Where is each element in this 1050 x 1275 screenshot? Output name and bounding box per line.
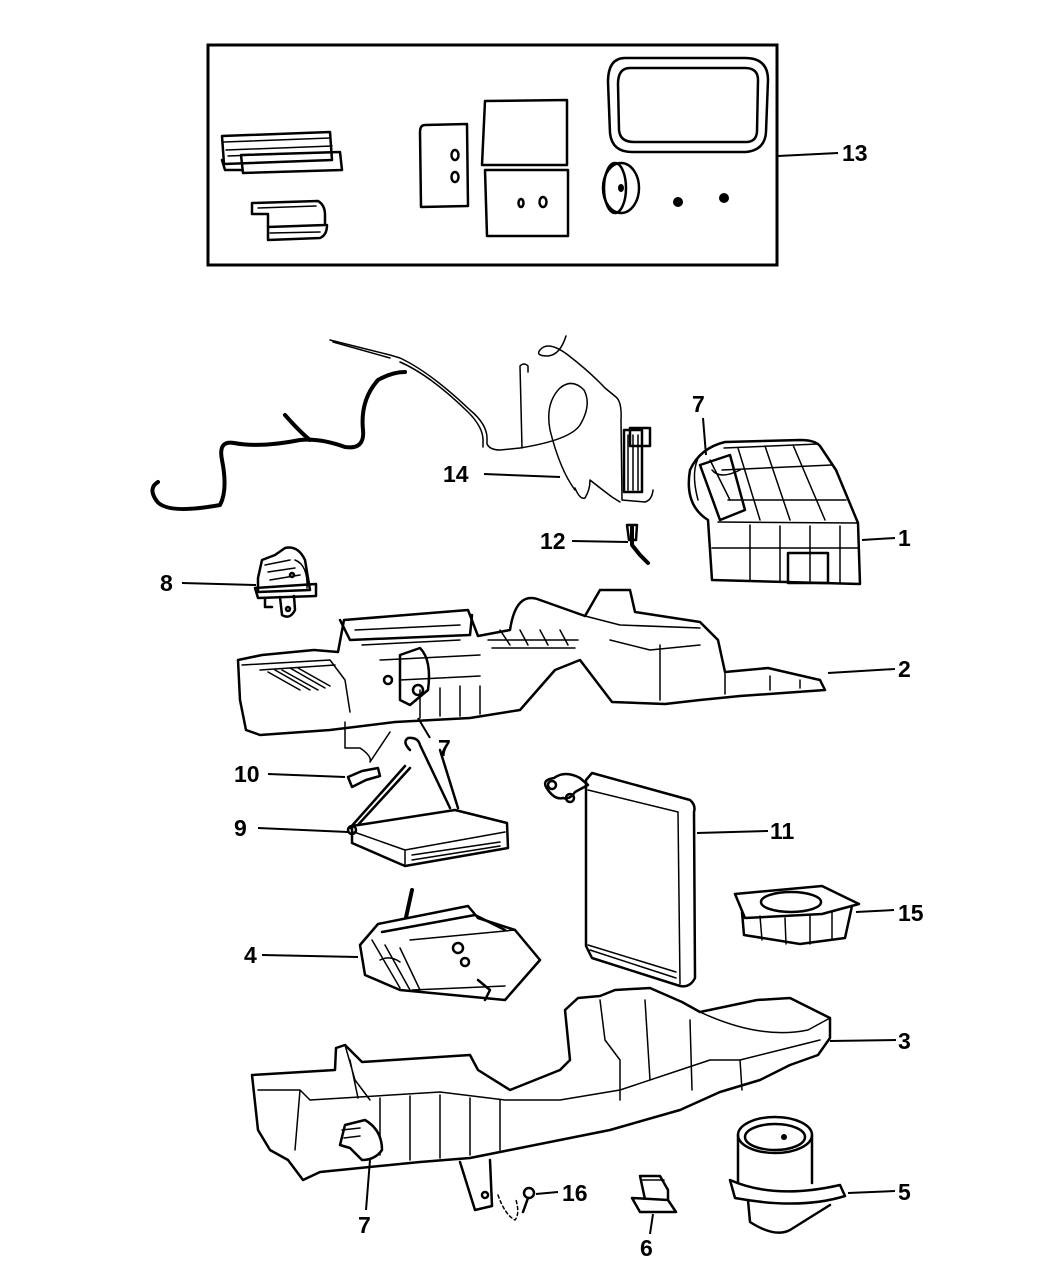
callout-label-8: 8 <box>160 570 173 596</box>
screw <box>521 1186 536 1214</box>
callout-4: 4 <box>244 942 359 968</box>
callout-7-middle: 7 <box>417 717 451 761</box>
seal-strip-long <box>220 130 344 175</box>
actuator-bracket <box>253 546 318 618</box>
sensor <box>625 523 650 565</box>
callout-label-3: 3 <box>898 1028 911 1054</box>
callout-label-7-lower: 7 <box>358 1212 371 1238</box>
clip <box>346 766 382 789</box>
callout-11: 11 <box>696 818 795 844</box>
foam-pad-squares <box>480 98 570 238</box>
blower-seal <box>733 884 861 946</box>
callout-label-14: 14 <box>443 461 469 487</box>
callout-7-upper: 7 <box>692 391 707 456</box>
callout-6: 6 <box>640 1213 654 1261</box>
callout-label-11: 11 <box>770 818 795 844</box>
callout-label-16: 16 <box>562 1180 588 1206</box>
plug-2 <box>719 193 729 203</box>
callout-label-9: 9 <box>234 815 247 841</box>
callout-label-4: 4 <box>244 942 257 968</box>
callout-13: 13 <box>777 140 868 166</box>
callout-10: 10 <box>234 761 346 787</box>
plug-1 <box>673 197 683 207</box>
callout-label-15: 15 <box>898 900 924 926</box>
callout-5: 5 <box>847 1179 911 1205</box>
callout-7-lower: 7 <box>358 1159 371 1238</box>
evaporator-core <box>543 771 697 988</box>
lower-hvac-housing <box>250 986 832 1221</box>
callout-label-12: 12 <box>540 528 566 554</box>
callout-label-13: 13 <box>842 140 868 166</box>
gasket-ring <box>606 56 770 154</box>
upper-hvac-housing <box>236 588 827 737</box>
callout-1: 1 <box>861 525 911 551</box>
callout-15: 15 <box>855 900 924 926</box>
callout-8: 8 <box>160 570 257 596</box>
callout-label-5: 5 <box>898 1179 911 1205</box>
callout-label-6: 6 <box>640 1235 653 1261</box>
grommet <box>601 161 641 215</box>
heater-core <box>346 736 510 868</box>
callout-12: 12 <box>540 528 629 554</box>
callout-label-2: 2 <box>898 656 911 682</box>
callout-label-10: 10 <box>234 761 260 787</box>
callout-14: 14 <box>443 461 561 487</box>
blower-motor <box>728 1115 847 1234</box>
callout-label-7-upper: 7 <box>692 391 705 417</box>
callout-9: 9 <box>234 815 349 841</box>
actuator-on-housing-3 <box>338 1118 384 1162</box>
wiring-harness <box>150 335 654 511</box>
kit-inset <box>206 43 779 267</box>
foam-pad-left <box>418 122 470 209</box>
mode-door-housing <box>358 888 542 1002</box>
callout-2: 2 <box>827 656 911 682</box>
callout-16: 16 <box>535 1180 588 1206</box>
actuator-on-housing-2 <box>344 646 431 763</box>
callout-3: 3 <box>829 1028 911 1054</box>
callout-label-1: 1 <box>898 525 911 551</box>
blower-resistor <box>630 1174 678 1214</box>
air-inlet-housing <box>687 438 862 586</box>
seal-strip-short <box>250 199 329 242</box>
inset-frame <box>206 43 779 267</box>
callout-label-7-middle: 7 <box>438 735 451 761</box>
